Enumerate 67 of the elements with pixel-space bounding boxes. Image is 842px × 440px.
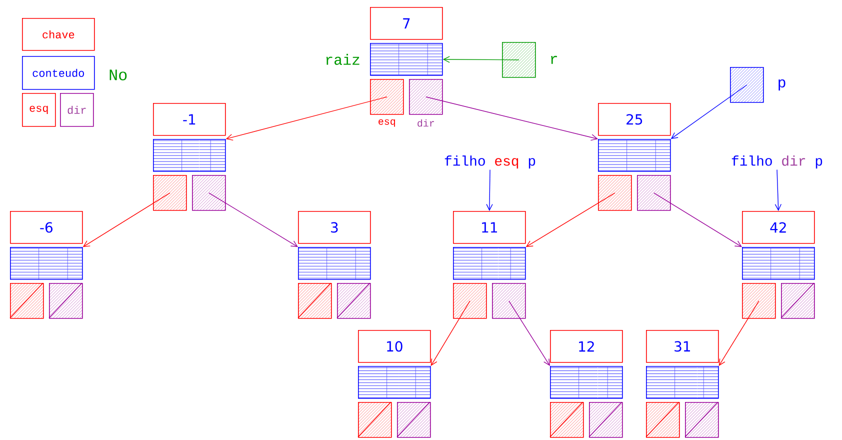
pointer-box — [370, 79, 404, 115]
content-box — [453, 246, 526, 280]
legend-box: dir — [60, 93, 94, 127]
legend-title: No — [110, 70, 127, 80]
key-box: 7 — [370, 7, 443, 40]
pointer-box — [780, 282, 815, 319]
arrow — [526, 192, 616, 247]
pointer-box — [192, 174, 226, 211]
node-caption: r — [551, 56, 557, 64]
content-box — [358, 366, 431, 399]
pointer-box — [153, 174, 187, 211]
key-box: 11 — [453, 210, 526, 244]
pointer-box — [598, 174, 632, 211]
pointer-box — [637, 174, 671, 211]
content-box — [370, 42, 443, 76]
legend-box: chave — [22, 18, 95, 51]
arrow — [226, 96, 388, 141]
arrow — [486, 169, 493, 211]
content-box — [598, 138, 671, 172]
arrow — [208, 192, 298, 247]
arrow — [508, 300, 550, 366]
pointer-box — [396, 402, 431, 438]
arrow — [654, 192, 742, 247]
arrow — [774, 169, 782, 211]
content-box — [153, 138, 226, 172]
pointer-box — [453, 283, 487, 319]
key-box: 12 — [550, 330, 623, 363]
node-caption: dir — [418, 119, 434, 127]
pointer-box — [730, 67, 764, 103]
legend-box: conteudo — [22, 56, 95, 90]
arrow — [718, 300, 760, 366]
content-box — [646, 366, 719, 399]
content-box — [10, 246, 83, 280]
arrow — [426, 96, 598, 141]
pointer-label: filho esq p — [444, 156, 536, 168]
pointer-box — [684, 402, 719, 438]
pointer-box — [588, 402, 623, 438]
content-box — [742, 246, 815, 280]
arrow — [82, 192, 170, 247]
pointer-box — [298, 282, 332, 319]
pointer-box — [48, 282, 83, 319]
content-box — [550, 366, 623, 399]
key-box: -1 — [153, 103, 226, 136]
pointer-box — [10, 282, 44, 319]
pointer-box — [492, 283, 526, 319]
key-box: 42 — [742, 210, 815, 244]
node-caption: esq — [378, 119, 395, 127]
content-box — [298, 246, 371, 280]
key-box: 10 — [358, 330, 431, 363]
key-box: 31 — [646, 330, 719, 363]
pointer-box — [502, 42, 536, 78]
node-caption: p — [778, 79, 786, 90]
arrow — [430, 300, 470, 366]
key-box: 25 — [598, 103, 671, 136]
arrow — [442, 56, 520, 63]
pointer-box — [550, 402, 584, 438]
pointer-box — [358, 402, 392, 438]
node-caption: raiz — [326, 54, 360, 65]
pointer-label: filho dir p — [732, 156, 822, 168]
key-box: 3 — [298, 210, 371, 244]
pointer-box — [336, 282, 371, 319]
pointer-box — [409, 79, 443, 115]
pointer-box — [646, 402, 680, 438]
pointer-box — [742, 283, 776, 319]
legend-box: esq — [22, 93, 56, 127]
arrow — [670, 84, 748, 139]
key-box: -6 — [10, 210, 83, 244]
